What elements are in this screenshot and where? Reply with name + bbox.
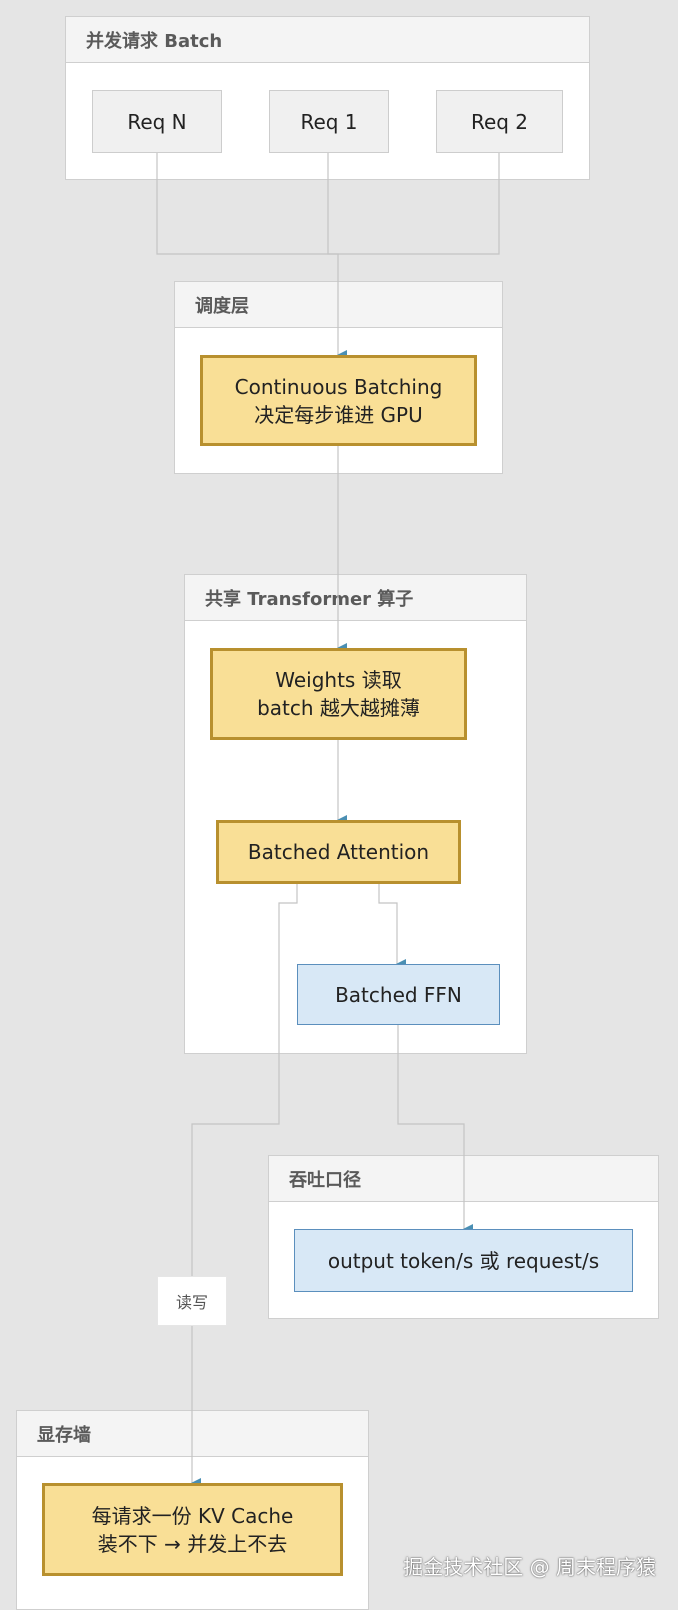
group-title-transformer: 共享 Transformer 算子 bbox=[185, 575, 526, 621]
node-continuous-batching: Continuous Batching 决定每步谁进 GPU bbox=[200, 355, 477, 446]
node-weights: Weights 读取 batch 越大越摊薄 bbox=[210, 648, 467, 740]
node-batched-ffn: Batched FFN bbox=[297, 964, 500, 1025]
watermark: 掘金技术社区 @ 周末程序猿 bbox=[403, 1555, 656, 1579]
node-req-n: Req N bbox=[92, 90, 222, 153]
group-title-memory-wall: 显存墙 bbox=[17, 1411, 368, 1457]
group-title-scheduler: 调度层 bbox=[175, 282, 502, 328]
node-req-2: Req 2 bbox=[436, 90, 563, 153]
node-output-throughput: output token/s 或 request/s bbox=[294, 1229, 633, 1292]
group-title-request-batch: 并发请求 Batch bbox=[66, 17, 589, 63]
edge-label-read-write: 读写 bbox=[157, 1276, 227, 1326]
node-batched-attention: Batched Attention bbox=[216, 820, 461, 884]
node-req-1: Req 1 bbox=[269, 90, 389, 153]
node-kv-cache: 每请求一份 KV Cache 装不下 → 并发上不去 bbox=[42, 1483, 343, 1576]
group-title-throughput: 吞吐口径 bbox=[269, 1156, 658, 1202]
